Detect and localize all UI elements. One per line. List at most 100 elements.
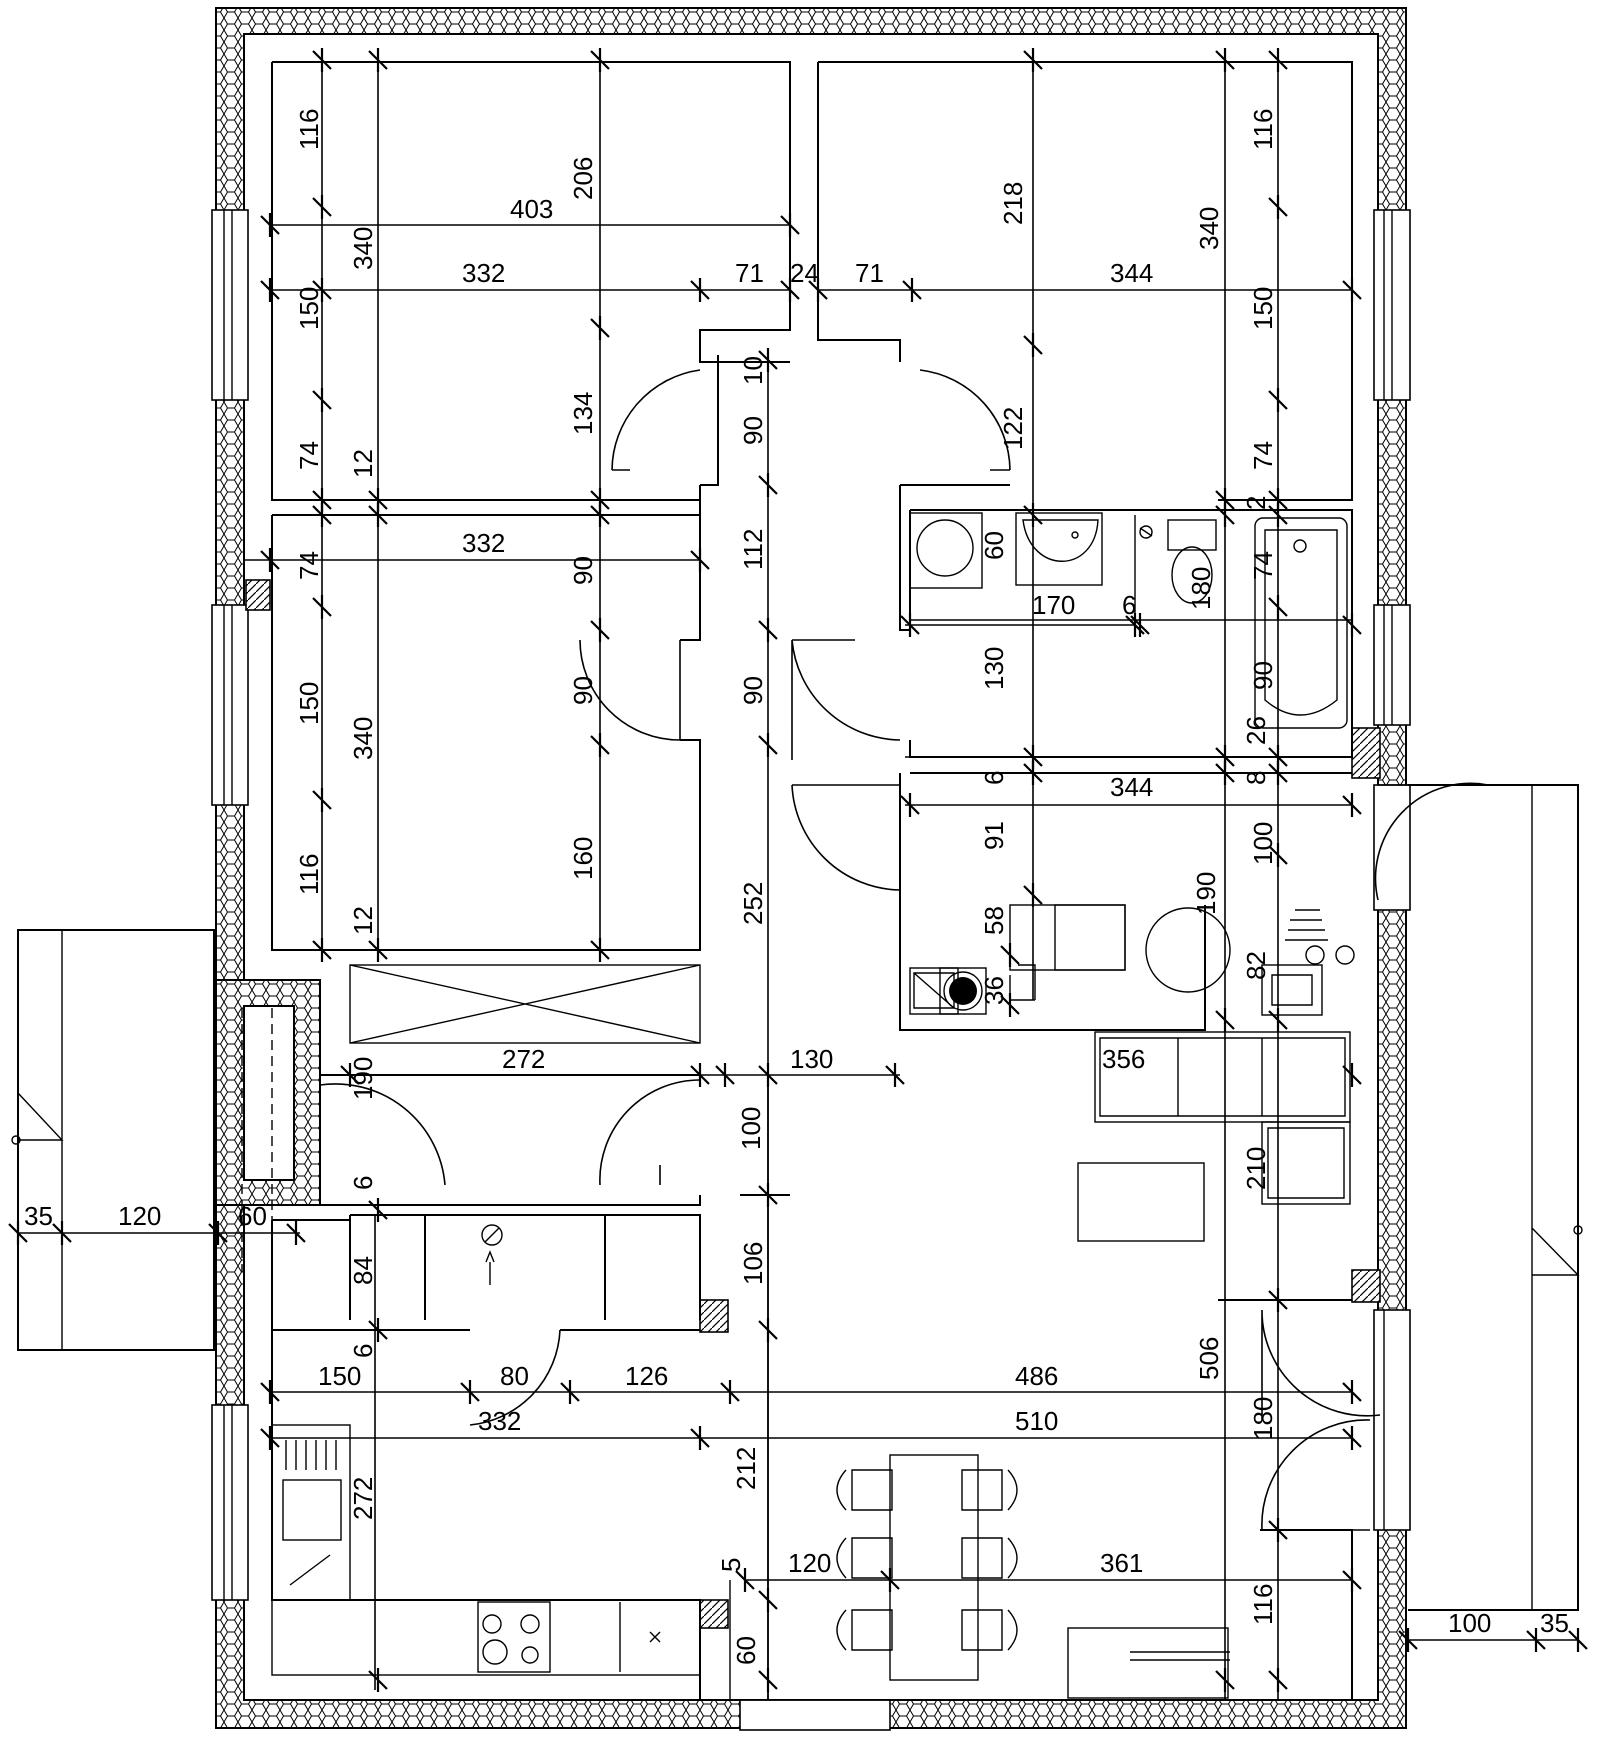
dimension-tick xyxy=(1215,503,1235,527)
dim-206: 206 xyxy=(568,157,598,200)
dim-12-b: 12 xyxy=(348,906,378,935)
dim-344-b: 344 xyxy=(1110,772,1153,802)
dim-332-b: 332 xyxy=(462,528,505,558)
interior-walls xyxy=(271,61,1353,1701)
dimension-tick xyxy=(590,733,610,757)
dimension-tick xyxy=(1268,1518,1288,1542)
dimension-tick xyxy=(340,1063,360,1087)
dimension-tick xyxy=(368,48,388,72)
dim-35-b: 35 xyxy=(1540,1608,1569,1638)
dimension-tick xyxy=(1268,503,1288,527)
dim-60-b: 60 xyxy=(238,1201,267,1231)
dimension-tick xyxy=(690,548,710,572)
dim-6-b: 6 xyxy=(979,771,1009,785)
dimension-tick xyxy=(1268,761,1288,785)
dim-80: 80 xyxy=(500,1361,529,1391)
dimension-tick xyxy=(758,1063,778,1087)
dimension-tick xyxy=(880,1568,900,1592)
dim-150-d: 150 xyxy=(318,1361,361,1391)
dimension-tick xyxy=(758,1668,778,1692)
dim-170: 170 xyxy=(1032,590,1075,620)
dimension-tick xyxy=(1215,1668,1235,1692)
dim-74-a: 74 xyxy=(294,441,324,470)
dimension-tick xyxy=(260,1380,280,1404)
dim-116-top-right: 116 xyxy=(1248,109,1278,150)
dimension-tick xyxy=(1342,613,1362,637)
dimension-tick xyxy=(312,503,332,527)
dim-180-a: 180 xyxy=(1186,567,1216,610)
dimension-tick xyxy=(590,48,610,72)
dimension-tick xyxy=(1000,993,1020,1017)
dimension-tick xyxy=(368,938,388,962)
dim-90-a: 90 xyxy=(738,416,768,445)
dimension-tick xyxy=(1023,333,1043,357)
dim-150-a: 150 xyxy=(294,287,324,330)
dim-60-a: 60 xyxy=(979,531,1009,560)
dim-150-c: 150 xyxy=(294,682,324,725)
dimension-tick xyxy=(260,278,280,302)
dim-134: 134 xyxy=(568,392,598,435)
dim-506: 506 xyxy=(1194,1337,1224,1380)
dim-74-d: 74 xyxy=(1248,551,1278,580)
dim-510: 510 xyxy=(1015,1406,1058,1436)
dim-26: 26 xyxy=(1241,716,1271,745)
dimension-tick xyxy=(780,278,800,302)
dimension-tick xyxy=(368,1318,388,1342)
dimension-tick xyxy=(690,1063,710,1087)
dimension-tick xyxy=(590,316,610,340)
dimension-tick xyxy=(1342,1426,1362,1450)
dimension-tick xyxy=(758,348,778,372)
dim-332-c: 332 xyxy=(478,1406,521,1436)
dimension-tick xyxy=(808,278,828,302)
dimension-tick xyxy=(590,938,610,962)
dimension-tick xyxy=(1268,595,1288,619)
dim-160: 160 xyxy=(568,837,598,880)
dim-332-a: 332 xyxy=(462,258,505,288)
dim-212: 212 xyxy=(731,1447,761,1490)
dimension-tick xyxy=(1342,1568,1362,1592)
dim-100-c: 100 xyxy=(1448,1608,1491,1638)
dimension-tick xyxy=(690,278,710,302)
dimension-tick xyxy=(1023,883,1043,907)
dimension-tick xyxy=(1268,1288,1288,1312)
dim-36: 36 xyxy=(979,976,1009,1005)
dimension-tick xyxy=(900,793,920,817)
dimension-tick xyxy=(1342,278,1362,302)
dim-120-b: 120 xyxy=(788,1548,831,1578)
dim-403: 403 xyxy=(510,194,553,224)
dim-6-a: 6 xyxy=(1122,590,1136,620)
dimension-tick xyxy=(735,1568,755,1592)
dimension-labels: 116 403 206 340 332 71 24 71 218 344 340… xyxy=(24,109,1569,1665)
dimension-tick xyxy=(1568,1628,1588,1652)
dim-6-c: 6 xyxy=(348,1176,378,1190)
dimension-tick xyxy=(52,1221,72,1245)
dimension-tick xyxy=(1268,843,1288,867)
dimension-tick xyxy=(286,1221,306,1245)
dim-210: 210 xyxy=(1241,1147,1271,1190)
dim-122: 122 xyxy=(998,407,1028,450)
dimension-tick xyxy=(260,213,280,237)
dimension-tick xyxy=(590,503,610,527)
dim-272-a: 272 xyxy=(502,1044,545,1074)
dim-58: 58 xyxy=(979,906,1009,935)
terrace xyxy=(1408,784,1583,1611)
entrance-porch xyxy=(11,929,321,1351)
dimension-tick xyxy=(260,548,280,572)
dimension-tick xyxy=(715,1063,735,1087)
dimension-tick xyxy=(312,595,332,619)
windows xyxy=(223,210,1393,1600)
dimension-tick xyxy=(260,1426,280,1450)
dimension-tick xyxy=(720,1380,740,1404)
dimension-tick xyxy=(690,1426,710,1450)
dim-340-a: 340 xyxy=(348,227,378,270)
dimension-tick xyxy=(368,1668,388,1692)
dim-90-b: 90 xyxy=(568,556,598,585)
dimension-tick xyxy=(312,48,332,72)
dim-24: 24 xyxy=(790,258,819,288)
dim-116-c: 116 xyxy=(294,854,324,895)
dimension-tick xyxy=(208,1221,228,1245)
dimension-tick xyxy=(1023,503,1043,527)
dimension-tick xyxy=(758,1588,778,1612)
dimension-tick xyxy=(1268,195,1288,219)
